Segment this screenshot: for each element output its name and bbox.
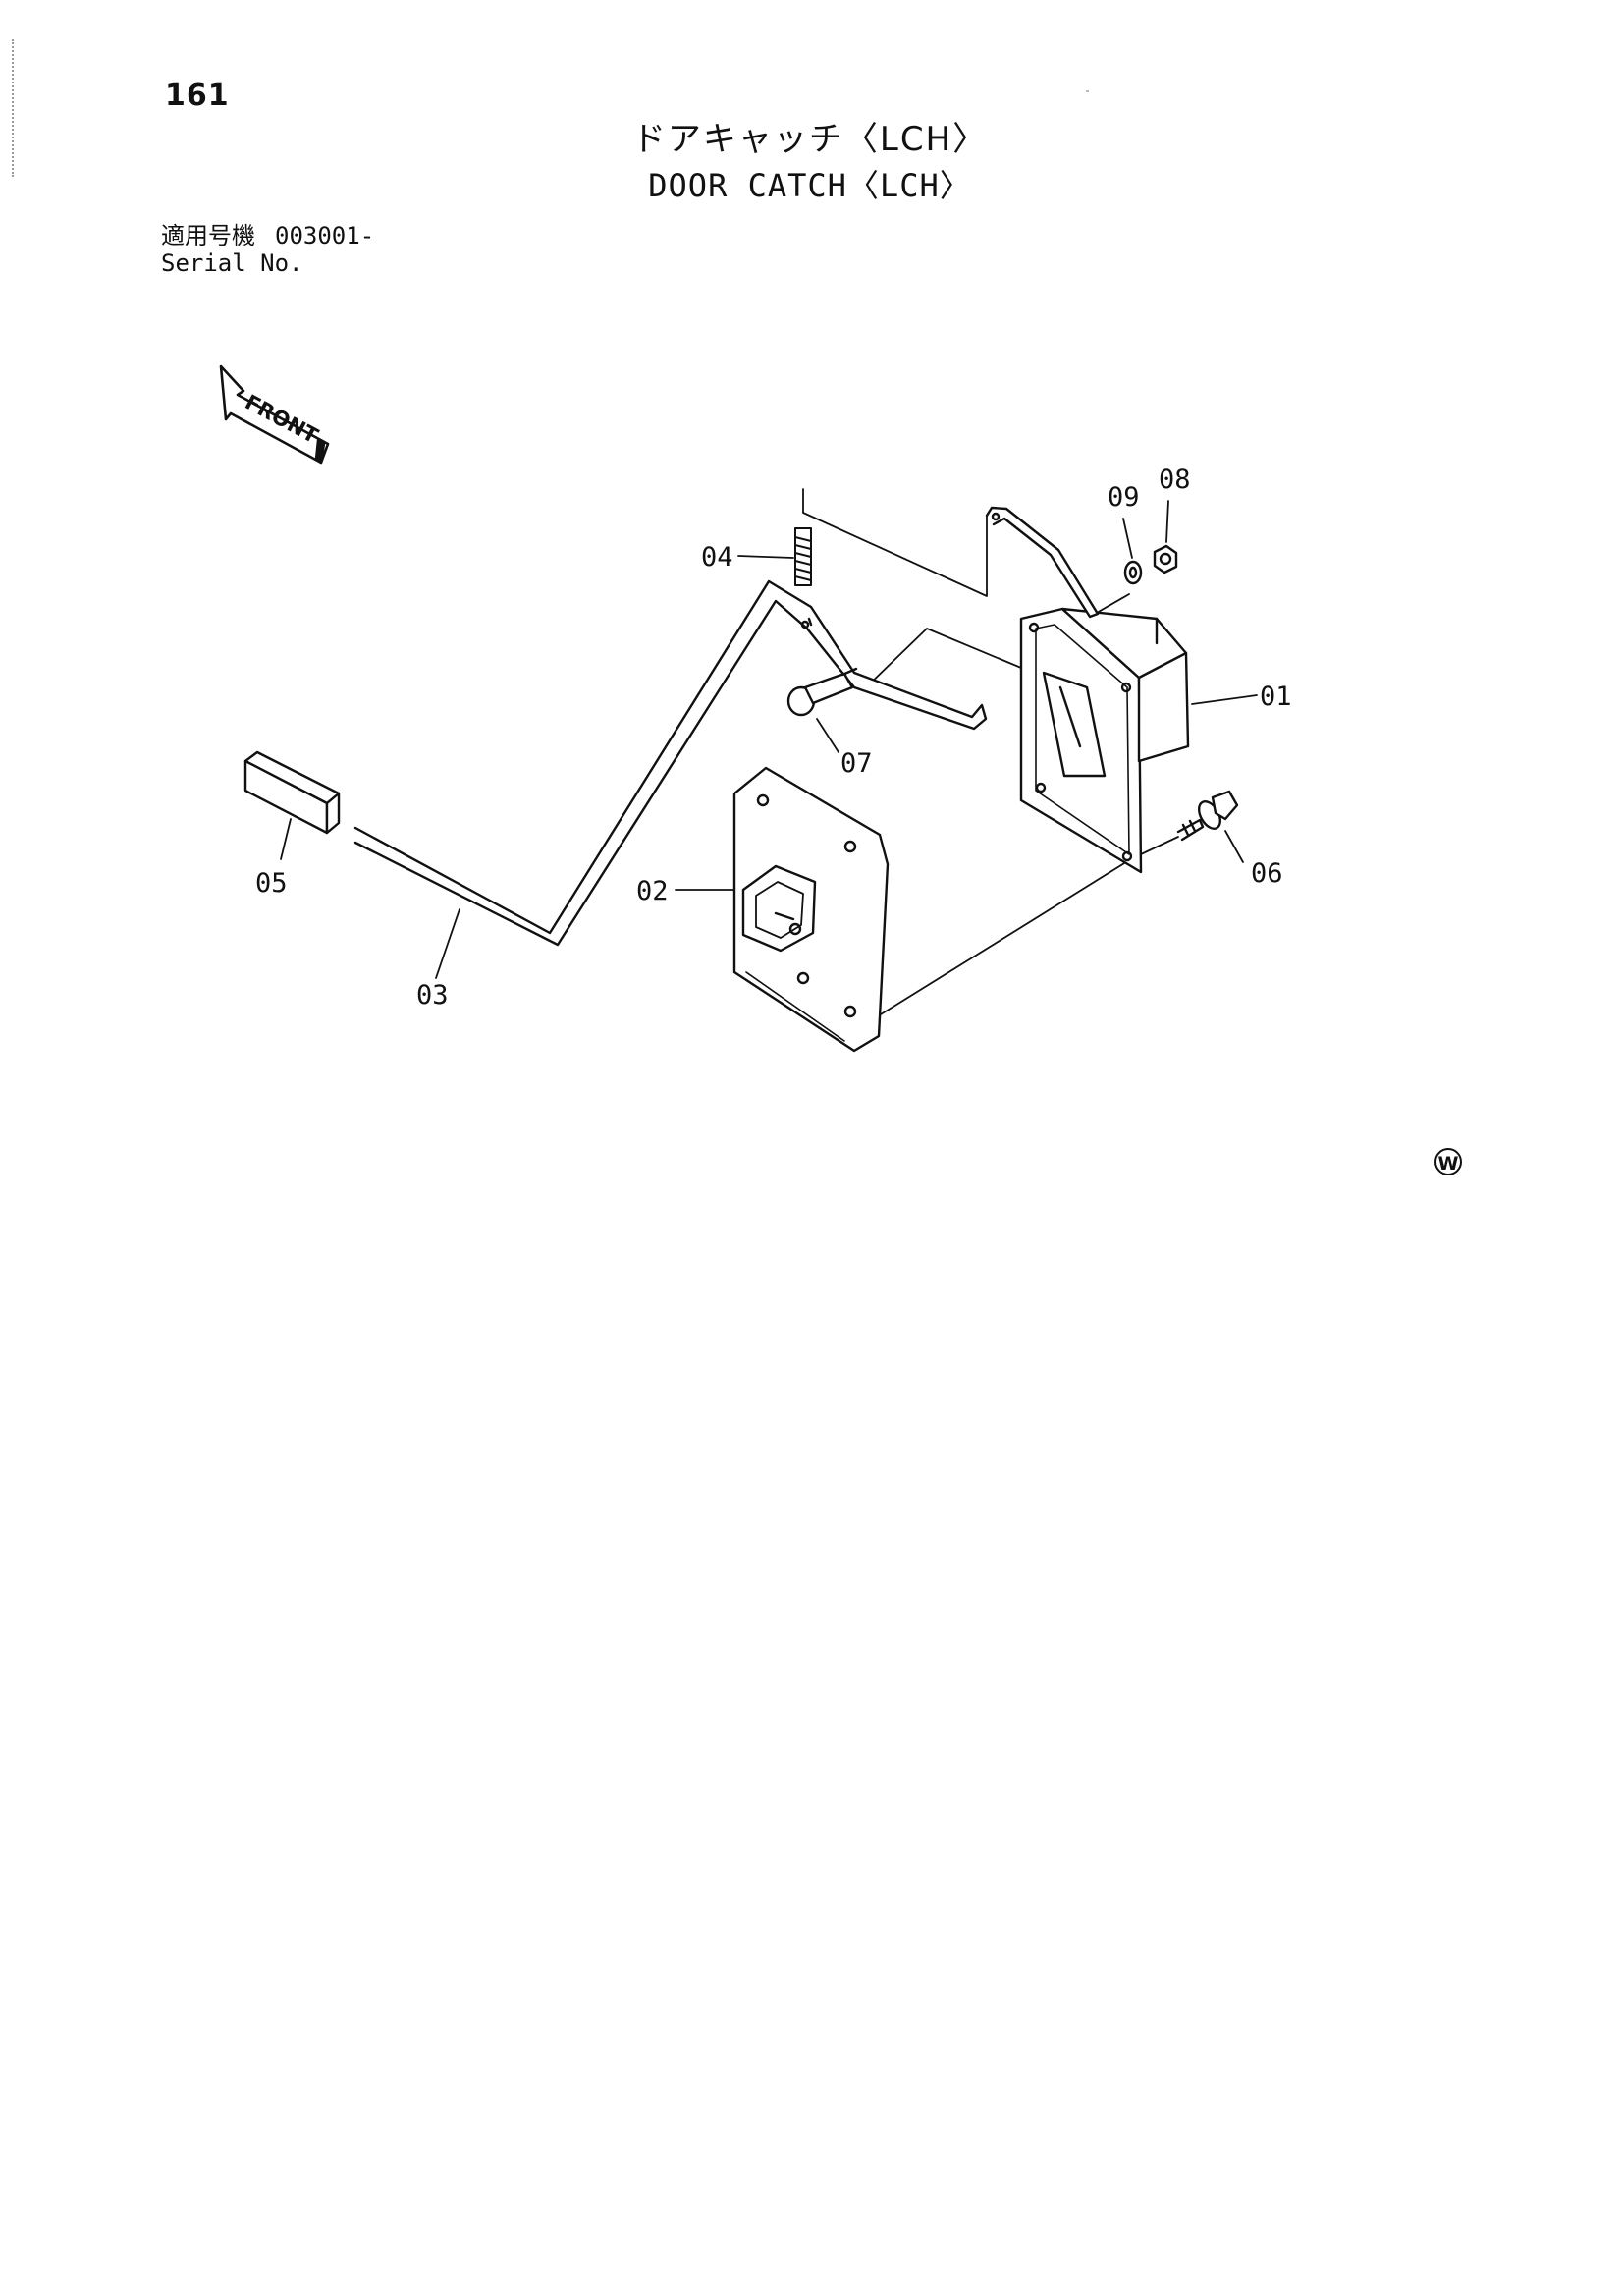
callout-06: 06 <box>1251 858 1283 889</box>
title-english: DOOR CATCH〈LCH〉 <box>648 167 972 204</box>
title-block: ドアキャッチ〈LCH〉 DOOR CATCH〈LCH〉 <box>550 116 1070 208</box>
spring-washer-icon <box>1123 560 1143 585</box>
serial-row: 適用号機 003001- <box>161 222 374 249</box>
callout-07: 07 <box>840 748 873 779</box>
callout-01: 01 <box>1260 682 1292 712</box>
callout-04: 04 <box>701 542 733 573</box>
front-arrow-icon: FRONT <box>219 364 330 465</box>
door-catch-housing-icon <box>1019 607 1190 874</box>
pin-icon <box>786 667 858 717</box>
release-rod-icon <box>353 579 988 947</box>
watermark-w-icon: W <box>1434 1148 1462 1175</box>
flange-bolt-icon <box>1176 790 1239 842</box>
serial-value: 003001- <box>275 222 375 249</box>
serial-block: 適用号機 003001- Serial No. <box>161 222 374 277</box>
leader-lines <box>280 500 1258 979</box>
serial-label-japanese: 適用号機 <box>161 222 255 249</box>
striker-plate-icon <box>732 766 890 1053</box>
rod-grip-icon <box>243 750 341 835</box>
hex-nut-icon <box>1153 544 1178 574</box>
callout-03: 03 <box>416 980 449 1011</box>
callout-02: 02 <box>636 876 669 906</box>
title-japanese: ドアキャッチ〈LCH〉 <box>631 120 989 159</box>
scan-speck <box>1086 90 1089 92</box>
latch-bracket-icon <box>985 506 1100 619</box>
callout-08: 08 <box>1159 465 1191 495</box>
assembly-lines <box>802 488 1179 1015</box>
page-number: 161 <box>165 79 230 113</box>
scan-margin-dots <box>12 39 18 177</box>
callout-09: 09 <box>1108 482 1140 513</box>
coil-spring-icon <box>794 527 812 586</box>
callout-05: 05 <box>255 868 288 899</box>
serial-label-english: Serial No. <box>161 249 303 277</box>
svg-text:W: W <box>1438 1153 1459 1175</box>
